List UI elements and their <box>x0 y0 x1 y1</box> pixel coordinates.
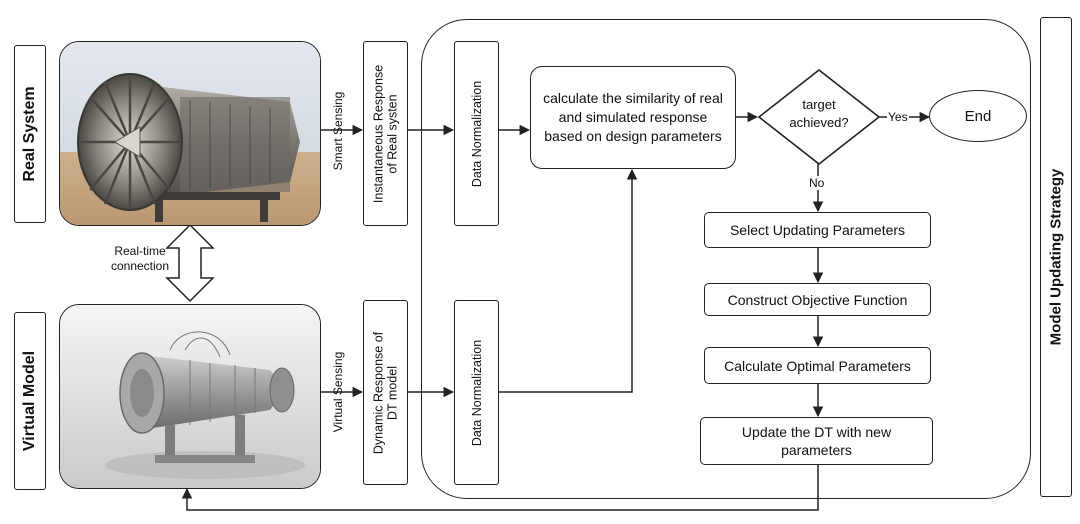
instantaneous-response-box: Instantaneous Response of Real systen <box>363 41 408 226</box>
engine-3d-model-render <box>60 305 320 488</box>
realtime-connection-label: Real-time connection <box>110 244 170 273</box>
virtual-model-label-box: Virtual Model <box>14 312 46 490</box>
construct-objective-function-box: Construct Objective Function <box>704 283 931 316</box>
real-system-image-frame <box>59 41 321 226</box>
jet-engine-photo <box>60 42 320 225</box>
virtual-sensing-label: Virtual Sensing <box>331 351 346 433</box>
virtual-model-image-frame <box>59 304 321 489</box>
target-achieved-decision <box>757 69 881 165</box>
data-normalization-top-box: Data Normalization <box>454 41 499 226</box>
dynamic-response-box: Dynamic Response of DT model <box>363 300 408 485</box>
calculate-optimal-parameters-box: Calculate Optimal Parameters <box>704 347 931 384</box>
data-normalization-bottom-box: Data Normalization <box>454 300 499 485</box>
update-dt-box: Update the DT with new parameters <box>700 417 933 465</box>
model-updating-strategy-label-box: Model Updating Strategy <box>1040 17 1072 497</box>
select-updating-parameters-box: Select Updating Parameters <box>704 212 931 248</box>
target-achieved-label: target achieved? <box>789 97 849 130</box>
no-label: No <box>808 176 826 190</box>
strategy-container <box>421 19 1031 499</box>
model-updating-strategy-label: Model Updating Strategy <box>1047 168 1065 346</box>
similarity-calculation-box: calculate the similarity of real and sim… <box>530 66 736 169</box>
real-system-label-box: Real System <box>14 45 46 223</box>
virtual-model-label: Virtual Model <box>20 350 38 452</box>
real-system-label: Real System <box>20 86 38 182</box>
end-terminator: End <box>929 90 1027 142</box>
yes-label: Yes <box>887 110 909 124</box>
smart-sensing-label: Smart Sensing <box>331 91 346 171</box>
